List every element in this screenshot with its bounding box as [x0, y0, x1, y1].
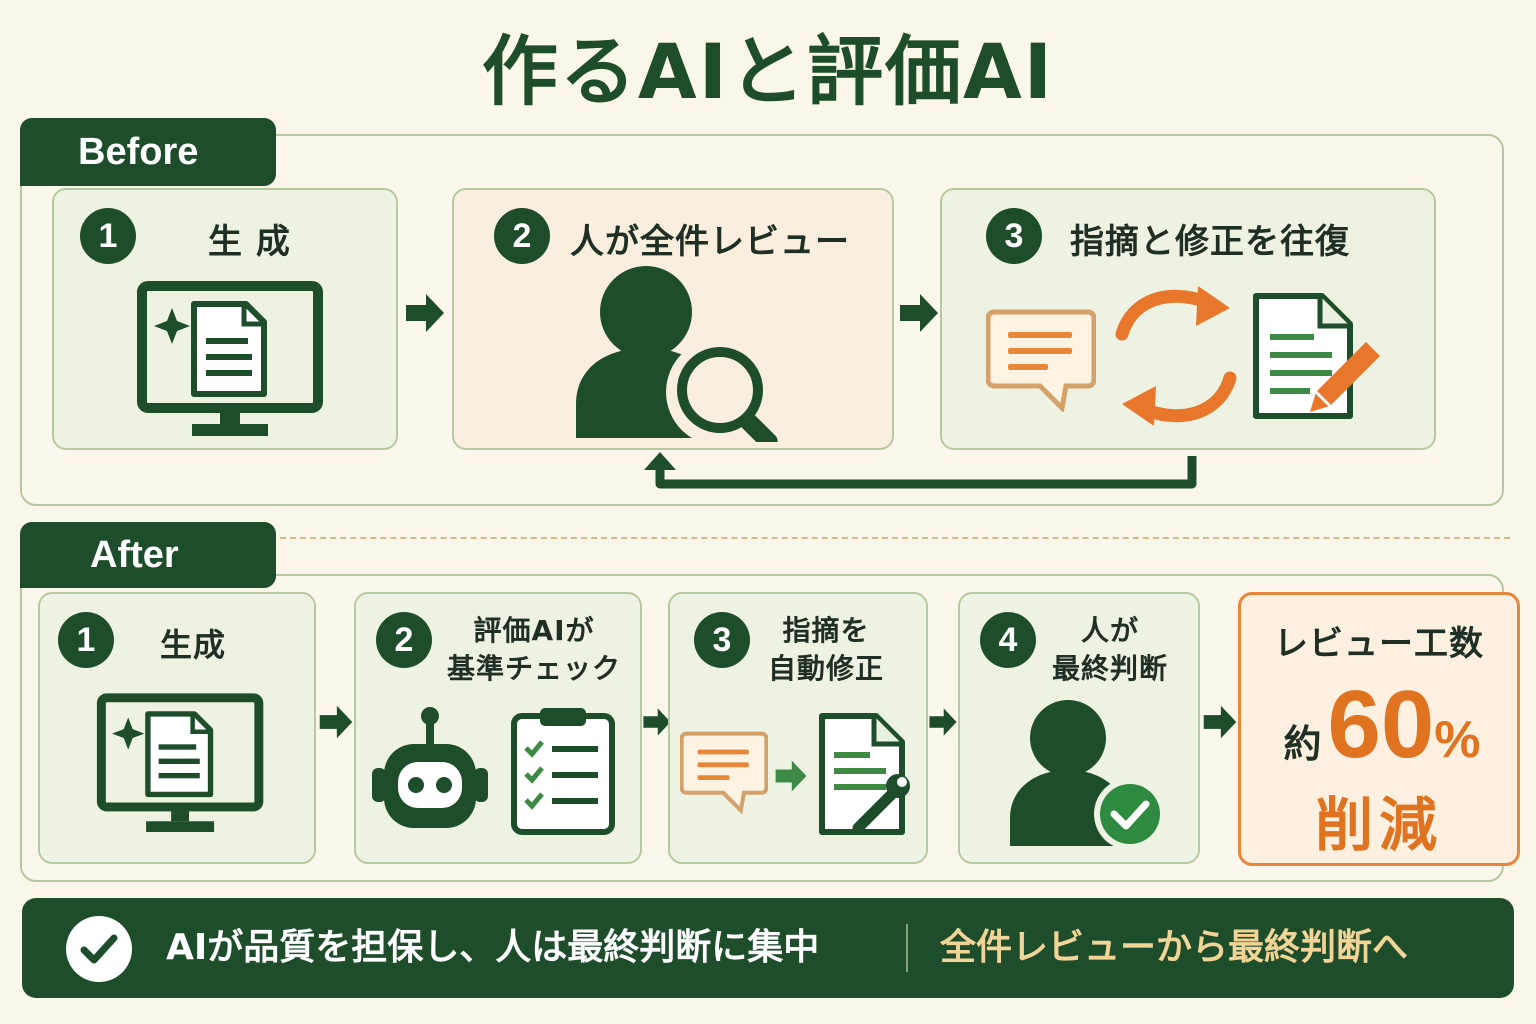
arrow-right-icon: [319, 705, 353, 739]
before-tab: Before: [20, 118, 276, 186]
arrow-right-icon: [929, 708, 957, 736]
before-step-3-number: 3: [986, 208, 1042, 264]
document-wrench-icon: [819, 713, 910, 835]
banner-highlight-text: 全件レビューから最終判断へ: [940, 927, 1409, 968]
after-step-3-line2: 自動修正: [767, 652, 884, 685]
before-step-2-label: 人が全件レビュー: [570, 222, 850, 262]
after-step-3-label: 指摘を 自動修正: [756, 612, 896, 688]
after-step-4-line1: 人が: [1080, 614, 1139, 647]
after-step-1-label: 生成: [160, 626, 227, 664]
summary-banner: AIが品質を担保し、人は最終判断に集中 全件レビューから最終判断へ: [22, 898, 1514, 998]
after-step-3-number: 3: [694, 612, 750, 668]
before-step-3-label: 指摘と修正を往復: [1070, 222, 1350, 262]
check-circle-icon: [66, 916, 132, 982]
result-heading: レビュー工数: [1274, 624, 1484, 664]
monitor-document-icon: [96, 693, 264, 832]
monitor-document-icon: [137, 281, 323, 436]
after-step-4-label: 人が 最終判断: [1042, 612, 1178, 688]
arrow-right-icon: [643, 708, 671, 736]
banner-separator: [906, 924, 908, 972]
after-step-2-label: 評価AIが 基準チェック: [444, 612, 624, 688]
banner-main-text: AIが品質を担保し、人は最終判断に集中: [166, 927, 820, 968]
comment-icon: [986, 309, 1096, 412]
after-step-4-line2: 最終判断: [1051, 652, 1168, 685]
cycle-arrows-icon: [1115, 286, 1237, 426]
person-check-icon: [1010, 700, 1166, 850]
result-value: 60: [1327, 671, 1435, 778]
arrow-right-icon: [1203, 705, 1237, 739]
arrow-right-icon: [406, 294, 444, 332]
after-step-3-line1: 指摘を: [782, 614, 870, 647]
return-arrow-icon: [644, 452, 1197, 489]
after-step-2-line2: 基準チェック: [446, 652, 621, 685]
after-step-2-number: 2: [376, 612, 432, 668]
person-search-icon: [576, 266, 778, 442]
before-step-1-number: 1: [80, 208, 136, 264]
after-step-4-number: 4: [980, 612, 1036, 668]
after-step-1-number: 1: [58, 612, 114, 668]
result-card: [1238, 592, 1520, 866]
clipboard-checklist-icon: [511, 708, 615, 835]
comment-icon: [680, 731, 768, 815]
before-step-2-number: 2: [494, 208, 550, 264]
result-suffix: 削減: [1314, 791, 1443, 859]
section-divider: [280, 537, 1510, 539]
after-step-2-line1: 評価AIが: [473, 614, 595, 647]
result-value-row: 約 60 %: [1250, 670, 1514, 780]
after-tab: After: [20, 522, 276, 588]
document-edit-icon: [1253, 293, 1380, 419]
robot-icon: [372, 707, 488, 828]
result-unit: %: [1434, 711, 1481, 769]
arrow-right-icon: [900, 294, 938, 332]
result-prefix: 約: [1283, 722, 1322, 766]
page-title: 作るAIと評価AI: [481, 27, 1055, 116]
arrow-right-icon: [775, 760, 807, 792]
before-step-1-label: 生 成: [208, 222, 291, 262]
